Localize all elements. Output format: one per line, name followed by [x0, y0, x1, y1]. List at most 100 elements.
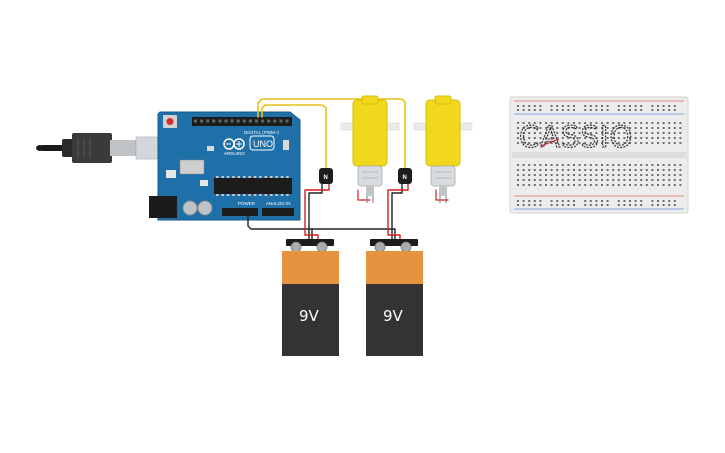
breadboard-hole — [561, 169, 564, 171]
breadboard-hole — [556, 132, 559, 134]
breadboard-hole — [634, 122, 637, 124]
breadboard-hole — [556, 109, 559, 111]
breadboard-hole — [517, 122, 519, 124]
breadboard-hole — [645, 137, 648, 139]
battery-9v[interactable]: 9V — [282, 239, 339, 356]
ground-wire-black[interactable] — [391, 183, 403, 241]
breadboard-hole — [595, 105, 598, 107]
breadboard-hole — [550, 109, 553, 111]
breadboard-hole — [668, 137, 671, 139]
breadboard-hole — [673, 169, 676, 171]
breadboard-hole — [550, 179, 553, 181]
ground-wire-black[interactable] — [308, 183, 323, 241]
breadboard-hole — [595, 200, 598, 202]
gearbox-body — [352, 99, 388, 167]
signal-wire-yellow[interactable] — [257, 98, 406, 169]
breadboard-hole — [578, 122, 581, 124]
breadboard-hole — [617, 109, 620, 111]
breadboard-hole — [623, 174, 626, 176]
red-jumper-wire[interactable] — [540, 138, 560, 147]
dc-motor[interactable] — [413, 95, 473, 203]
signal-wire-yellow[interactable] — [261, 104, 327, 169]
breadboard-hole — [651, 200, 654, 202]
breadboard-hole — [668, 127, 671, 129]
breadboard-hole — [573, 179, 575, 181]
breadboard-hole — [522, 164, 525, 166]
motor-can — [430, 165, 456, 187]
breadboard-hole — [517, 169, 519, 171]
breadboard-hole — [623, 137, 626, 139]
breadboard-hole — [556, 105, 559, 107]
breadboard-hole — [657, 142, 659, 144]
breadboard-hole — [606, 132, 609, 134]
breadboard-hole — [533, 169, 536, 171]
breadboard-hole — [522, 105, 525, 107]
breadboard-hole — [545, 169, 547, 171]
breadboard-hole — [606, 122, 609, 124]
ground-wire-black[interactable] — [247, 215, 313, 241]
header-pin — [285, 119, 289, 123]
breadboard-hole — [517, 127, 519, 129]
breadboard-holes — [517, 105, 682, 206]
breadboard-hole — [528, 179, 531, 181]
breadboard-hole — [545, 132, 547, 134]
breadboard-hole — [629, 174, 631, 176]
breadboard-hole — [673, 122, 676, 124]
breadboard-hole — [606, 174, 609, 176]
breadboard-hole — [522, 109, 525, 111]
transistor-label: N — [324, 175, 328, 181]
breadboard-hole — [522, 184, 525, 186]
breadboard-hole — [601, 200, 603, 202]
breadboard-hole — [550, 142, 553, 144]
npn-transistor[interactable]: N — [398, 168, 412, 184]
breadboard-hole — [673, 137, 676, 139]
ground-wire-black[interactable] — [311, 228, 396, 241]
breadboard-hole — [629, 169, 631, 171]
reset-button-cap[interactable] — [166, 118, 174, 125]
breadboard-hole — [589, 127, 592, 129]
breadboard-hole — [662, 169, 665, 171]
chip-pin — [232, 194, 235, 196]
breadboard-hole — [533, 184, 536, 186]
breadboard-hole — [578, 164, 581, 166]
power-wire-red[interactable] — [387, 183, 409, 241]
breadboard-hole — [606, 137, 609, 139]
chip-pin — [226, 194, 230, 196]
breadboard[interactable]: CASSIO — [509, 96, 689, 214]
breadboard-hole — [645, 164, 648, 166]
header-pin — [261, 119, 265, 123]
arduino-uno-board[interactable]: DIGITAL (PWM~) ARDUINO UNO POWER ANALOG … — [149, 111, 301, 221]
breadboard-hole — [567, 164, 570, 166]
battery-9v[interactable]: 9V — [366, 239, 423, 356]
header-pin — [218, 119, 222, 123]
header-pin — [194, 119, 197, 123]
header-pin — [224, 119, 228, 123]
breadboard-hole — [657, 169, 659, 171]
breadboard-hole — [522, 174, 525, 176]
breadboard-hole — [539, 109, 542, 111]
breadboard-hole — [573, 127, 575, 129]
header-pin — [242, 119, 246, 123]
breadboard-hole — [629, 179, 631, 181]
breadboard-hole — [561, 122, 564, 124]
breadboard-hole — [657, 132, 659, 134]
breadboard-hole — [589, 142, 592, 144]
breadboard-hole — [640, 169, 643, 171]
breadboard-hole — [623, 200, 626, 202]
npn-transistor[interactable]: N — [319, 168, 333, 184]
breadboard-hole — [601, 105, 603, 107]
breadboard-hole — [589, 122, 592, 124]
motor-shaft — [459, 122, 473, 131]
breadboard-hole — [651, 127, 654, 129]
breadboard-hole — [623, 127, 626, 129]
breadboard-hole — [584, 164, 587, 166]
power-jack[interactable] — [149, 196, 177, 218]
breadboard-hole — [573, 132, 575, 134]
power-wire-red[interactable] — [304, 183, 330, 241]
breadboard-hole — [550, 174, 553, 176]
wires — [247, 98, 449, 241]
dc-motor[interactable] — [340, 95, 400, 203]
breadboard-hole — [573, 204, 575, 206]
breadboard-hole — [601, 174, 603, 176]
breadboard-hole — [601, 179, 603, 181]
